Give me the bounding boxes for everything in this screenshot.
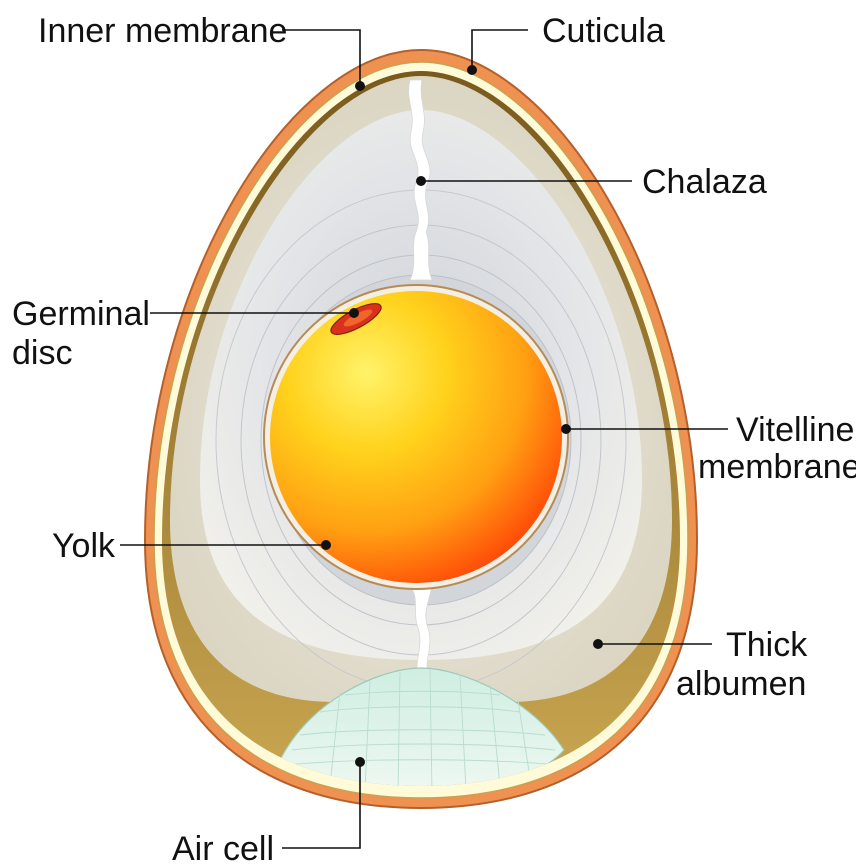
label-thick-albumen-line2: albumen xyxy=(676,665,806,703)
dot-yolk xyxy=(321,540,331,550)
dot-vitelline xyxy=(561,424,571,434)
label-inner-membrane: Inner membrane xyxy=(38,12,287,50)
label-chalaza: Chalaza xyxy=(642,163,767,201)
label-air-cell: Air cell xyxy=(172,830,274,868)
dot-chalaza xyxy=(416,176,426,186)
dot-air-cell xyxy=(355,757,365,767)
label-vitelline-line1: Vitelline xyxy=(736,411,854,449)
dot-cuticula xyxy=(467,65,477,75)
dot-germinal-disc xyxy=(349,308,359,318)
label-cuticula: Cuticula xyxy=(542,12,665,50)
dot-thick-albumen xyxy=(593,639,603,649)
label-yolk: Yolk xyxy=(52,527,116,565)
label-vitelline-line2: membrane xyxy=(698,448,856,486)
yolk-ball xyxy=(270,291,562,583)
label-germinal-disc-line1: Germinal xyxy=(12,295,150,333)
dot-inner-membrane xyxy=(355,81,365,91)
label-germinal-disc-line2: disc xyxy=(12,334,72,372)
label-thick-albumen-line1: Thick xyxy=(726,626,808,664)
